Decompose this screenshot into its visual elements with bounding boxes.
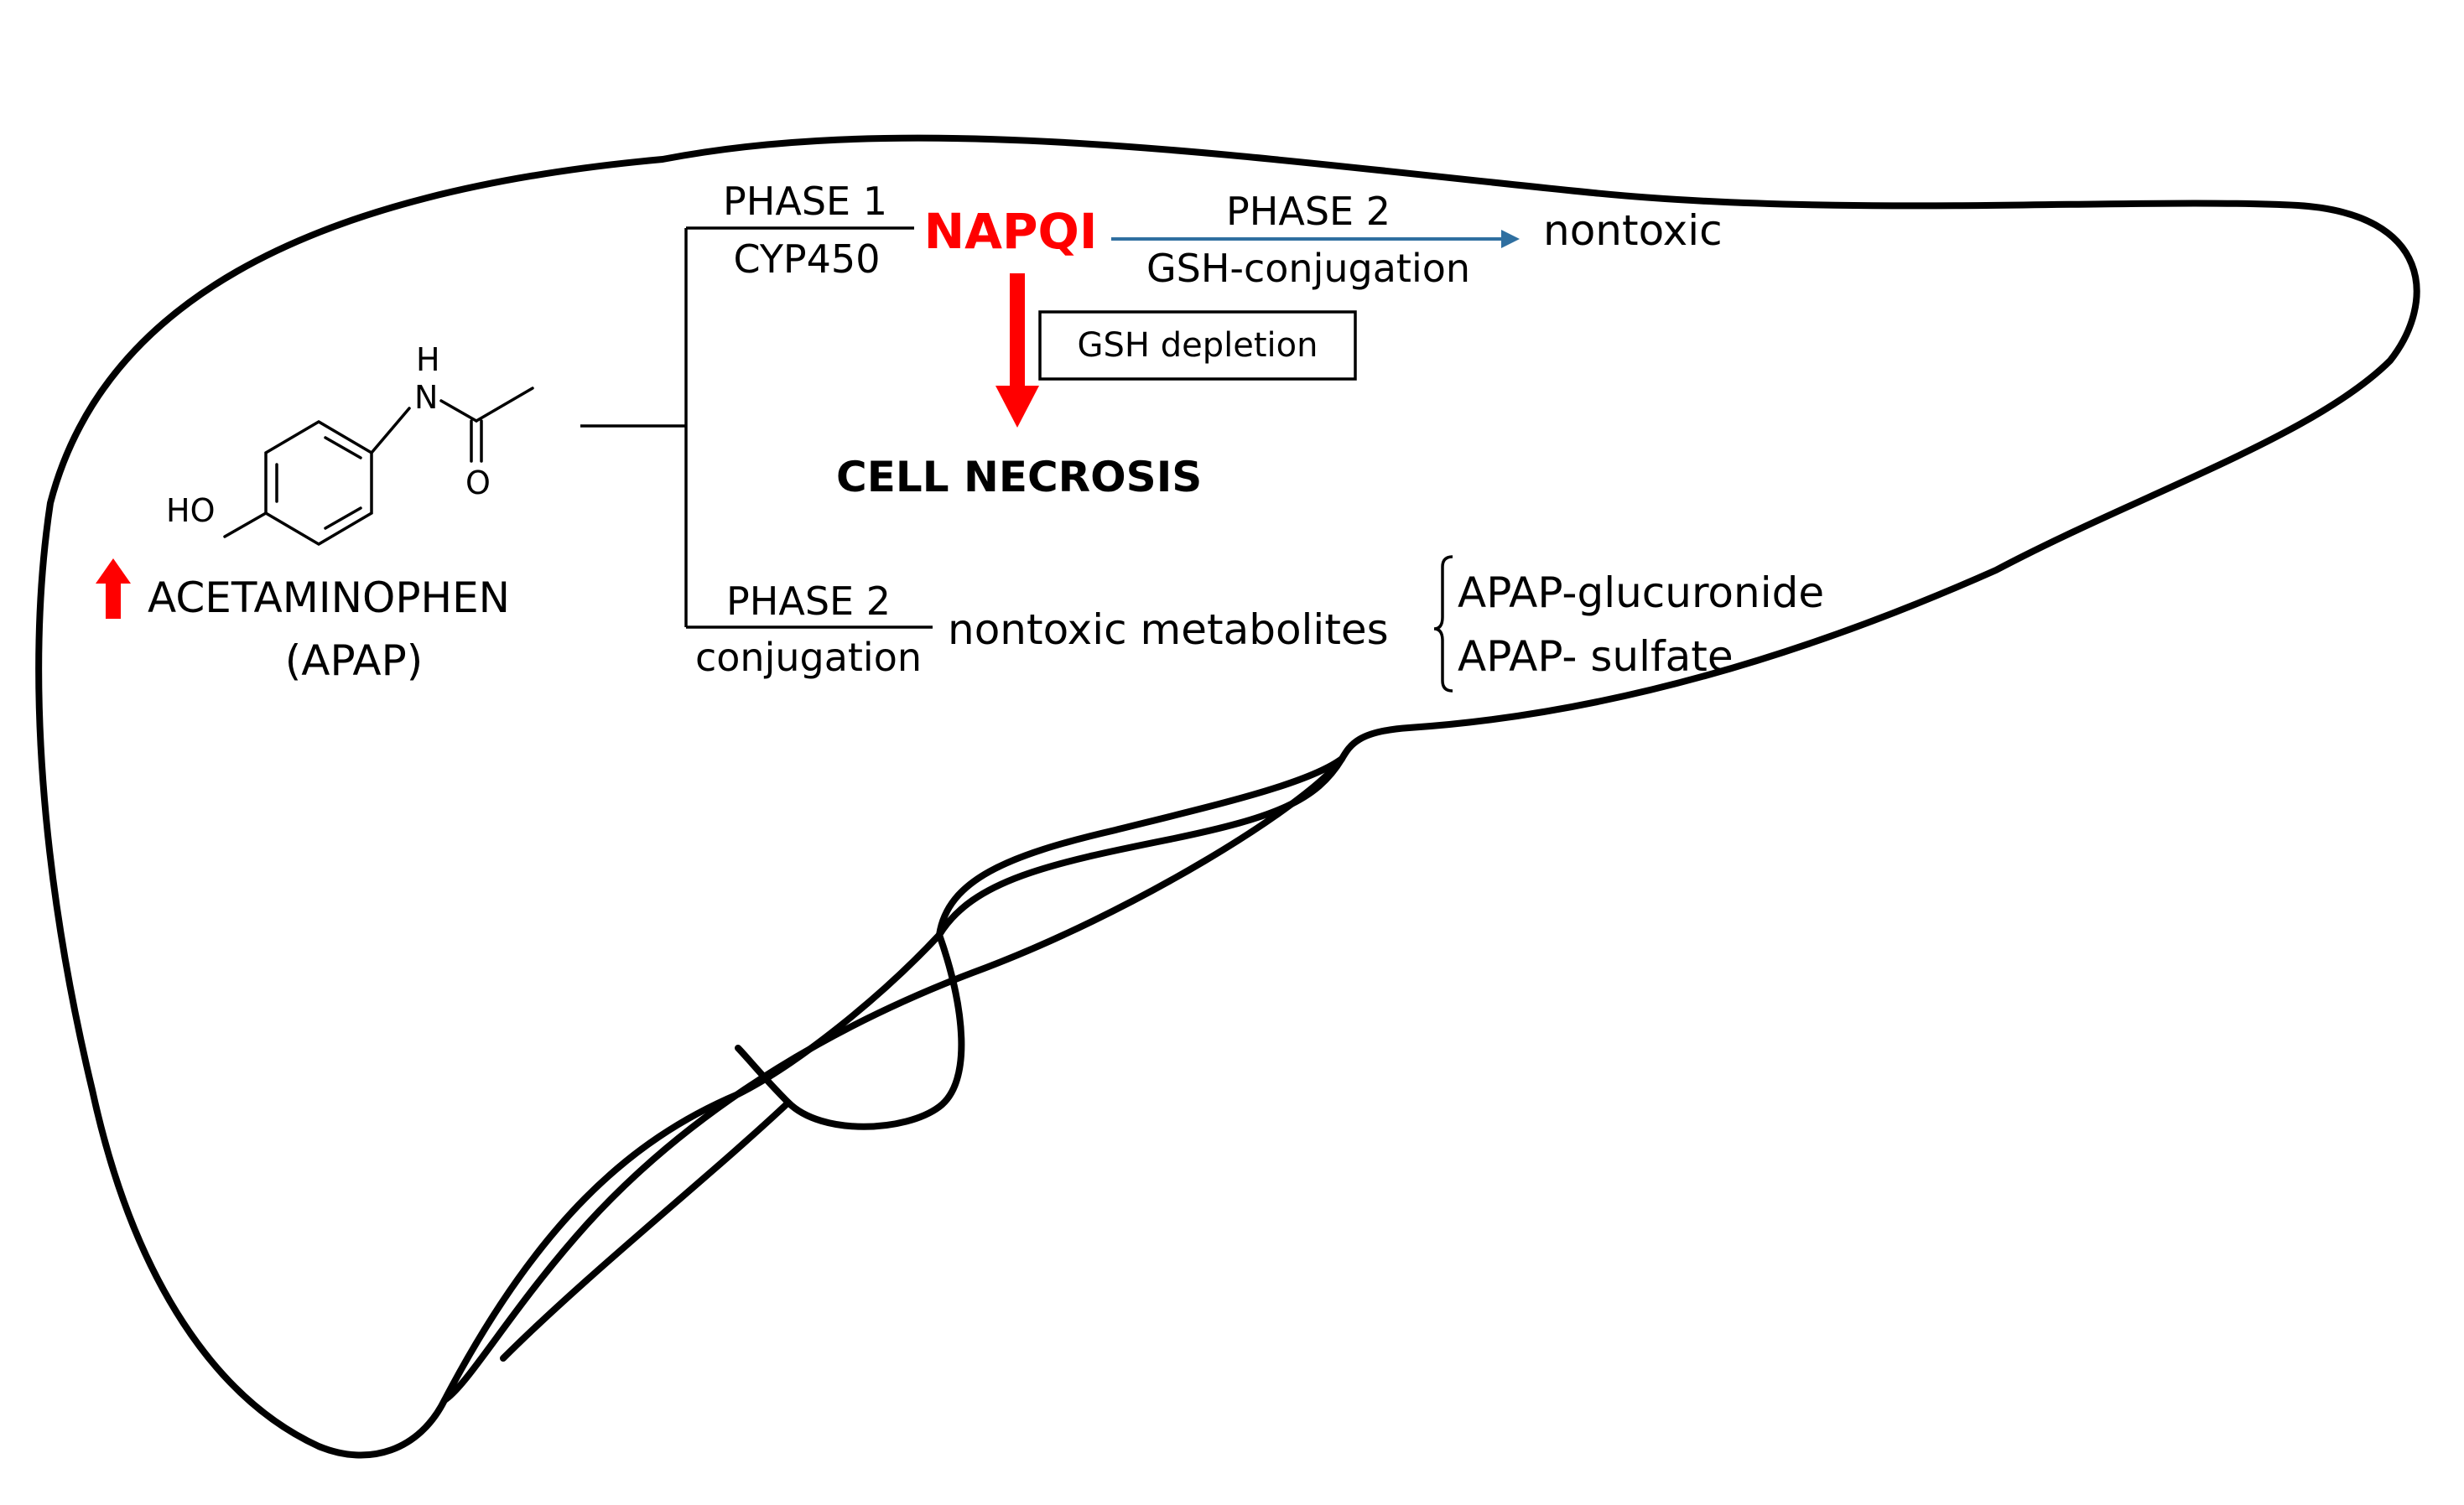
detox-phase2-label: PHASE 2 — [1226, 189, 1391, 234]
structure-label-o: O — [465, 464, 491, 501]
structure-label-h: H — [416, 341, 440, 378]
drug-abbreviation: (APAP) — [285, 636, 424, 685]
bond-c-methyl — [475, 387, 534, 423]
structure-label-n: N — [414, 379, 438, 416]
nontoxic-label: nontoxic — [1543, 206, 1723, 255]
phase1-label: PHASE 1 — [723, 179, 887, 224]
cell-necrosis-label: CELL NECROSIS — [836, 453, 1202, 501]
structure-label-ho: HO — [166, 492, 215, 529]
conjugation-label: conjugation — [695, 635, 922, 680]
liver-outer-contour — [35, 134, 2420, 1459]
acetaminophen-structure — [223, 387, 534, 547]
cyp450-label: CYP450 — [734, 236, 881, 282]
drug-name: ACETAMINOPHEN — [148, 573, 510, 622]
liver-inner-lobe-line-lower — [441, 755, 1345, 1404]
bond-ring-ho — [223, 511, 268, 538]
metabolites-bracket — [1433, 555, 1453, 693]
pathway-branch-lines — [580, 226, 933, 629]
metabolite-sulfate: APAP- sulfate — [1458, 632, 1734, 681]
liver-inner-lobe-line-upper — [936, 755, 1345, 938]
ligament-line — [500, 1099, 792, 1362]
gsh-depletion-label: GSH depletion — [1078, 326, 1318, 365]
down-arrow-icon — [995, 273, 1039, 428]
bond-ring-n — [370, 407, 411, 454]
right-arrow-icon — [1111, 230, 1520, 248]
double-bond-1 — [324, 436, 362, 459]
up-arrow-icon — [96, 558, 131, 619]
benzene-ring — [264, 419, 373, 547]
napqi-label: NAPQI — [924, 203, 1098, 260]
gsh-conjugation-label: GSH-conjugation — [1146, 246, 1470, 291]
lower-phase2-label: PHASE 2 — [726, 579, 891, 624]
gallbladder-contour — [735, 932, 965, 1130]
bond-n-c — [439, 399, 478, 423]
nontoxic-metabolites-label: nontoxic metabolites — [948, 605, 1389, 654]
gsh-depletion-box — [1038, 310, 1357, 381]
double-bond-2 — [324, 506, 362, 530]
metabolite-glucuronide: APAP-glucuronide — [1458, 568, 1824, 617]
liver-outline — [35, 134, 2420, 1459]
